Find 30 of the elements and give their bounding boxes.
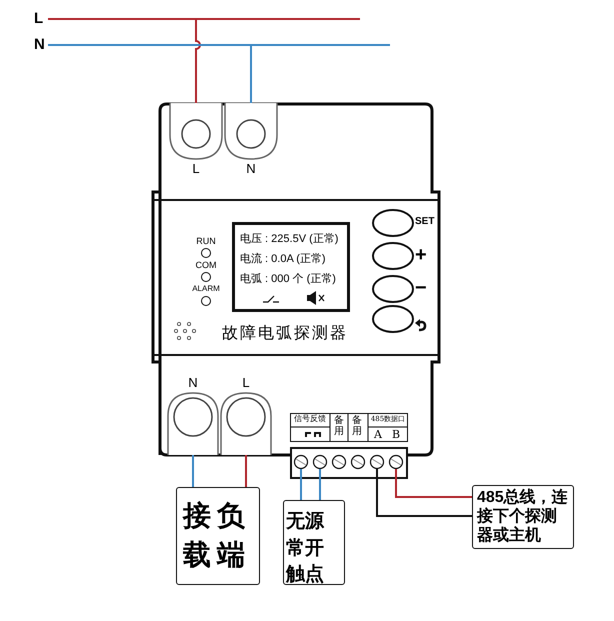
wire bbox=[395, 469, 472, 498]
display-reading: 电压 : 225.5V (正常) bbox=[240, 234, 338, 247]
terminal-label: N bbox=[245, 162, 257, 176]
terminal-label: B bbox=[390, 429, 402, 442]
terminal-label: 备用 bbox=[333, 415, 345, 437]
display-reading: 电流 : 0.0A (正常) bbox=[240, 254, 326, 267]
display-screen bbox=[232, 222, 350, 312]
wire bbox=[319, 469, 321, 500]
wire bbox=[245, 455, 247, 487]
display-reading: 电弧 : 000 个 (正常) bbox=[240, 274, 336, 287]
device-name: 故障电弧探测器 bbox=[222, 325, 349, 344]
terminal-label: L bbox=[241, 376, 251, 390]
terminal-label: A bbox=[373, 429, 383, 442]
wire-label: N bbox=[34, 35, 48, 55]
indicator-label: COM bbox=[194, 261, 218, 271]
terminal-label: L bbox=[191, 162, 201, 176]
terminal-label: 备用 bbox=[351, 415, 363, 437]
terminal-label: N bbox=[187, 376, 199, 390]
text-box: 无源常开触点 bbox=[283, 500, 345, 585]
text-box: 485总线，连接下个探测器或主机 bbox=[472, 485, 574, 549]
wire bbox=[300, 469, 302, 500]
indicator-label: RUN bbox=[195, 237, 217, 247]
wire bbox=[47, 18, 361, 104]
wire bbox=[376, 469, 472, 517]
indicator-label: ALARM bbox=[191, 285, 221, 295]
wire-label: L bbox=[34, 9, 48, 29]
wire bbox=[47, 44, 391, 104]
text-box: 接负载端 bbox=[176, 487, 260, 585]
terminal-label: 信号反馈 bbox=[293, 415, 327, 424]
wire bbox=[192, 455, 194, 487]
